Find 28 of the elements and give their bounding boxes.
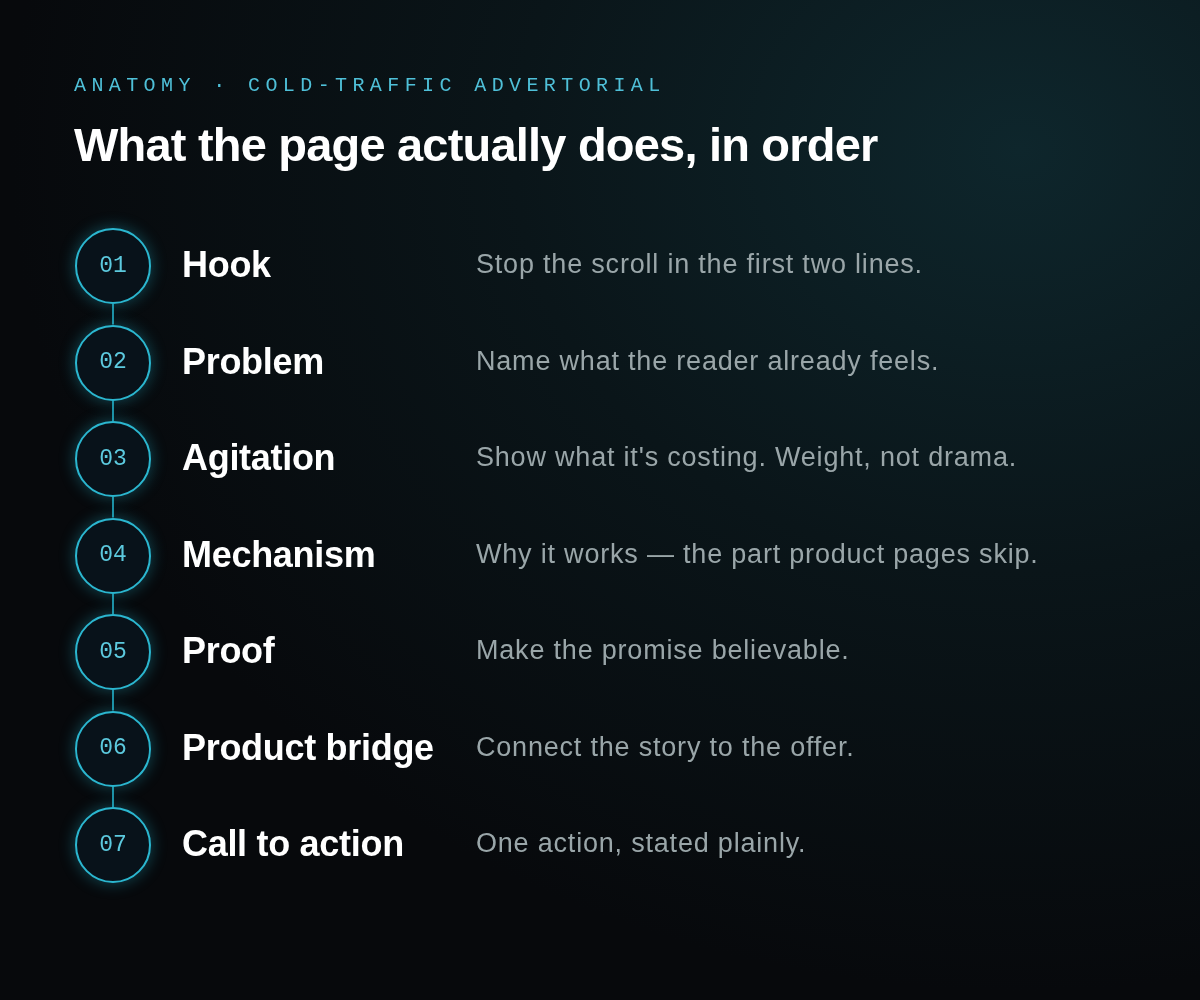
step-number: 05	[99, 640, 127, 664]
connector-line	[112, 689, 114, 712]
step-description: Stop the scroll in the first two lines.	[476, 251, 923, 278]
step-description: Show what it's costing. Weight, not drama.	[476, 444, 1017, 471]
connector-line	[112, 592, 114, 615]
step-number: 07	[99, 833, 127, 857]
step-description: Why it works — the part product pages skip.	[476, 540, 1039, 568]
step-heading: Hook	[182, 247, 271, 283]
step-description: One action, stated plainly.	[476, 830, 807, 857]
step-heading: Proof	[182, 633, 275, 669]
connector-line	[112, 496, 114, 519]
step-heading: Problem	[182, 343, 324, 380]
connector-line	[112, 785, 114, 808]
step-description: Name what the reader already feels.	[476, 347, 940, 375]
step-number: 03	[99, 447, 127, 471]
step-heading: Agitation	[182, 440, 336, 476]
eyebrow-label: ANATOMY · COLD-TRAFFIC ADVERTORIAL	[74, 76, 666, 96]
step-heading: Call to action	[182, 826, 404, 862]
step-description: Make the promise believable.	[476, 637, 850, 664]
step-number: 06	[99, 737, 127, 760]
step-description: Connect the story to the offer.	[476, 733, 855, 761]
step-number: 04	[99, 544, 127, 567]
step-heading: Mechanism	[182, 536, 376, 573]
step-number: 01	[99, 254, 127, 278]
connector-line	[112, 399, 114, 422]
step-number: 02	[99, 351, 127, 374]
step-heading: Product bridge	[182, 729, 434, 766]
connector-line	[112, 303, 114, 326]
